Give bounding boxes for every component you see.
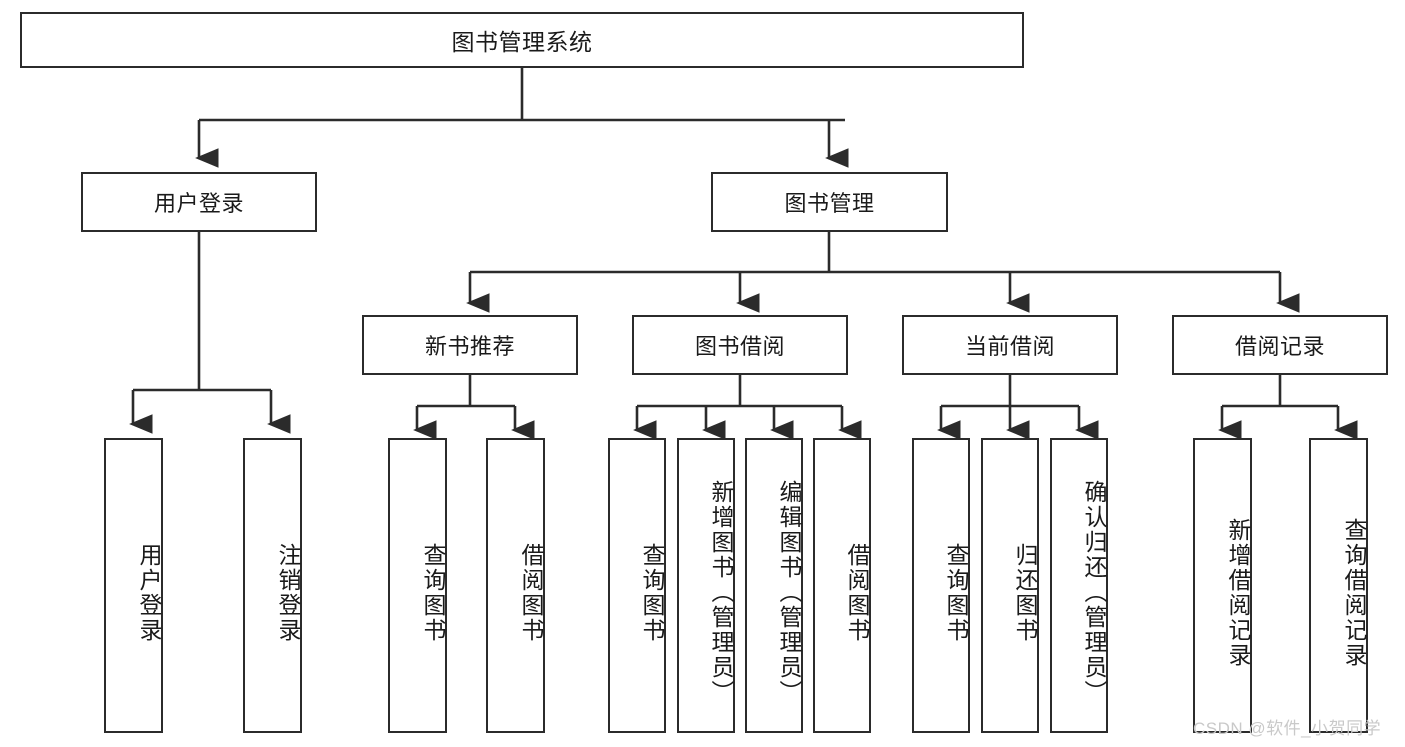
node-label: 借阅图书 [518, 542, 544, 643]
node-label: 借阅图书 [844, 542, 870, 643]
leaf-confirm-return[interactable]: 确认归还（管理员） [1050, 438, 1108, 733]
leaf-query-book-recommend[interactable]: 查询图书 [388, 438, 447, 733]
leaf-borrow-book[interactable]: 借阅图书 [813, 438, 871, 733]
node-book-management[interactable]: 图书管理 [711, 172, 948, 232]
leaf-logout-login[interactable]: 注销登录 [243, 438, 302, 733]
node-new-book-recommend[interactable]: 新书推荐 [362, 315, 578, 375]
leaf-edit-book[interactable]: 编辑图书（管理员） [745, 438, 803, 733]
leaf-query-book-borrow[interactable]: 查询图书 [608, 438, 666, 733]
leaf-query-borrow-record[interactable]: 查询借阅记录 [1309, 438, 1368, 733]
csdn-watermark: CSDN @软件_小贺同学 [1193, 719, 1382, 738]
node-label: 查询图书 [420, 542, 446, 643]
node-label: 查询图书 [639, 542, 665, 643]
leaf-add-book[interactable]: 新增图书（管理员） [677, 438, 735, 733]
node-root-system[interactable]: 图书管理系统 [20, 12, 1024, 68]
node-user-login[interactable]: 用户登录 [81, 172, 317, 232]
node-label: 新书推荐 [424, 334, 515, 359]
node-label: 编辑图书（管理员） [776, 480, 802, 705]
node-label: 新增借阅记录 [1225, 517, 1251, 668]
node-label: 图书管理 [784, 191, 875, 216]
node-label: 确认归还（管理员） [1081, 480, 1107, 705]
leaf-add-borrow-record[interactable]: 新增借阅记录 [1193, 438, 1252, 733]
node-label: 借阅记录 [1234, 334, 1325, 359]
node-label: 图书借阅 [694, 334, 785, 359]
node-borrow-record[interactable]: 借阅记录 [1172, 315, 1388, 375]
leaf-query-book-current[interactable]: 查询图书 [912, 438, 970, 733]
node-book-borrow[interactable]: 图书借阅 [632, 315, 848, 375]
leaf-borrow-book-recommend[interactable]: 借阅图书 [486, 438, 545, 733]
node-label: 查询图书 [943, 542, 969, 643]
node-label: 注销登录 [275, 542, 301, 643]
node-label: 当前借阅 [964, 334, 1055, 359]
leaf-user-login[interactable]: 用户登录 [104, 438, 163, 733]
node-label: 新增图书（管理员） [708, 480, 734, 705]
node-current-borrow[interactable]: 当前借阅 [902, 315, 1118, 375]
leaf-return-book[interactable]: 归还图书 [981, 438, 1039, 733]
node-label: 用户登录 [153, 191, 244, 216]
node-label: 图书管理系统 [451, 29, 593, 55]
node-label: 用户登录 [136, 542, 162, 643]
node-label: 查询借阅记录 [1341, 517, 1367, 668]
node-label: 归还图书 [1012, 542, 1038, 643]
